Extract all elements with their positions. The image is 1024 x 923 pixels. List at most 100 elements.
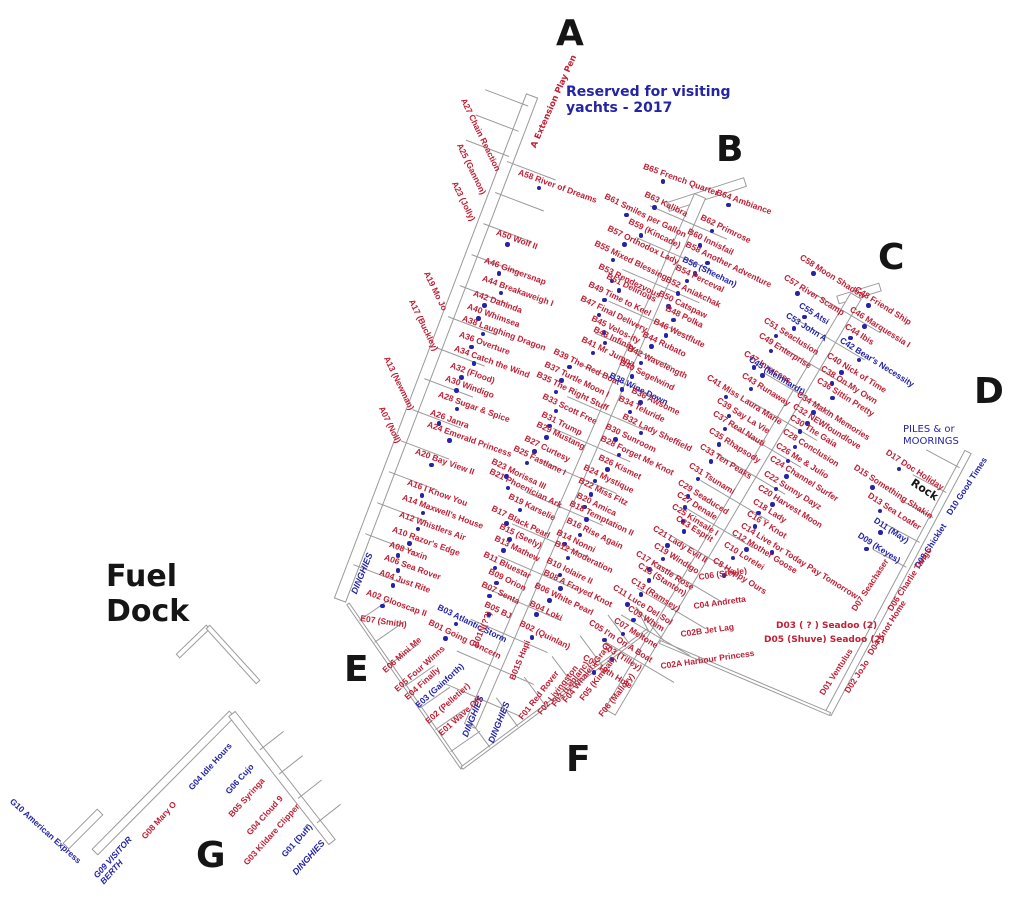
mooring-dot (660, 556, 666, 562)
berth-finger (511, 523, 551, 541)
berth-finger (636, 237, 675, 255)
berth-finger (619, 381, 659, 399)
mooring-dot (609, 278, 615, 284)
mooring-dot (805, 421, 810, 426)
mooring-dot (708, 459, 714, 464)
berth-finger (536, 571, 576, 590)
berth-finger (686, 580, 722, 603)
mooring-dot (532, 449, 537, 454)
mooring-dot (562, 541, 567, 547)
mooring-dot (407, 541, 412, 546)
berth-finger (495, 697, 519, 727)
mooring-dot (692, 271, 698, 276)
mooring-dot (675, 291, 681, 296)
mooring-dot (684, 278, 690, 284)
dock-letter-e: E (344, 649, 369, 690)
mooring-dot (486, 612, 492, 617)
mooring-dot (482, 303, 487, 308)
berth-finger (718, 527, 754, 549)
mooring-dot (726, 202, 731, 208)
mooring-dot (631, 617, 636, 623)
mooring-dot (476, 316, 481, 321)
mooring-dot (866, 303, 871, 308)
dock-g-left (91, 710, 236, 856)
mooring-dot (577, 532, 583, 538)
mooring-dot (620, 631, 626, 637)
mooring-dot (601, 330, 607, 335)
mooring-dot (504, 521, 509, 526)
mooring-dot (751, 365, 757, 370)
mooring-dot (602, 340, 608, 346)
mooring-dot (616, 288, 622, 293)
berth-finger (795, 318, 831, 340)
mooring-dot (487, 593, 492, 599)
berth-finger (604, 641, 640, 663)
note-reserved: Reserved for visiting yachts - 2017 (566, 84, 731, 117)
berth-finger (353, 564, 403, 584)
berth-finger (259, 731, 284, 751)
berth-finger (925, 449, 960, 469)
mooring-dot (811, 410, 816, 415)
mooring-dot (856, 357, 862, 363)
mooring-dot (436, 421, 442, 426)
berth-finger (671, 607, 706, 630)
mooring-dot (647, 567, 652, 572)
mooring-dot (629, 374, 635, 379)
mooring-dot (660, 179, 666, 184)
berth-finger (779, 345, 815, 367)
berth-finger (508, 635, 548, 654)
berth-finger (435, 347, 485, 367)
mooring-dot (791, 326, 797, 331)
note-fuel-dock: Fuel Dock (106, 559, 190, 629)
mooring-dot (447, 438, 452, 443)
mooring-dot (390, 583, 396, 588)
mooring-dot (565, 555, 571, 561)
mooring-dot (685, 494, 691, 499)
berth-finger (459, 285, 509, 305)
mooring-dot (864, 546, 869, 552)
dock-fuel-2 (205, 624, 261, 685)
mooring-dot (723, 394, 729, 400)
shore-line (635, 606, 665, 642)
berth-finger (688, 222, 728, 240)
mooring-dot (504, 474, 509, 479)
mooring-dot (415, 526, 420, 532)
mooring-dot (638, 360, 644, 366)
mooring-dot (752, 524, 758, 529)
mooring-dot (770, 502, 775, 507)
berth-finger (456, 650, 496, 669)
berth-finger (594, 332, 634, 351)
mooring-dot (829, 381, 835, 386)
berth-finger (577, 476, 617, 495)
berth-finger (404, 665, 435, 687)
mooring-dot (773, 333, 779, 339)
mooring-dot (558, 586, 563, 591)
mooring-dot (769, 550, 775, 555)
mooring-dot (605, 467, 610, 472)
mooring-dot (494, 580, 499, 586)
mooring-dot (768, 348, 774, 354)
mooring-dot (459, 375, 464, 380)
mooring-dot (596, 312, 602, 318)
berth-finger (655, 634, 691, 657)
mooring-dot (638, 400, 643, 405)
berth-finger (550, 540, 590, 558)
mooring-dot (584, 517, 589, 522)
berth-finger (567, 396, 606, 414)
mooring-dot (557, 572, 563, 578)
mooring-dot (773, 486, 779, 492)
mooring-dot (722, 426, 728, 432)
berth-finger (716, 453, 752, 475)
berth-finger (814, 365, 850, 388)
berth-finger (389, 643, 420, 665)
mooring-dot (877, 508, 883, 514)
berth-finger (424, 378, 474, 398)
mooring-dot (784, 474, 789, 479)
mooring-dot (496, 271, 502, 276)
berth-finger (485, 89, 529, 107)
mooring-dot (792, 444, 798, 450)
berth-finger (471, 254, 521, 274)
berth-finger (450, 730, 481, 753)
mooring-dot (638, 233, 644, 238)
berth-finger (811, 291, 847, 314)
